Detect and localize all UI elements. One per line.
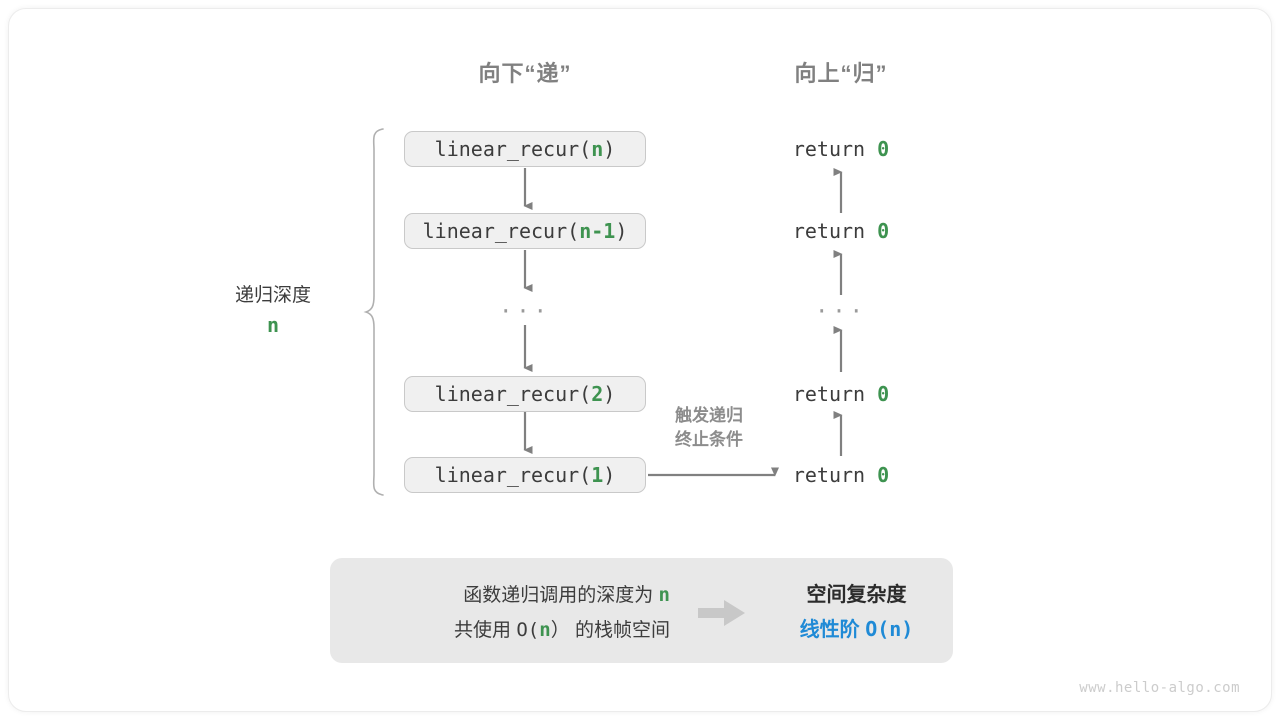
call-box-prefix: linear_recur( [422,219,580,243]
call-box-suffix: ) [603,382,616,406]
return-keyword: return [792,219,866,243]
call-box-n-minus-1[interactable]: linear_recur(n-1) [404,213,646,249]
complexity-value-zh: 线性阶 [799,619,860,641]
termination-note-line2: 终止条件 [675,430,743,449]
summary-line-1: 函数递归调用的深度为 n [330,578,670,613]
complexity-title: 空间复杂度 [806,584,907,606]
summary-line-2-variable: n [539,619,551,641]
call-box-1[interactable]: linear_recur(1) [404,457,646,493]
call-box-prefix: linear_recur( [434,137,592,161]
return-value: 0 [877,463,890,487]
summary-line-1-text: 函数递归调用的深度为 [463,585,654,606]
watermark: www.hello-algo.com [1079,680,1240,696]
call-box-arg: 2 [591,382,604,406]
call-box-arg: n-1 [579,219,616,243]
summary-line-2-bigo: O( [516,619,540,641]
termination-note: 触发递归 终止条件 [675,404,743,452]
call-box-2[interactable]: linear_recur(2) [404,376,646,412]
summary-line-2-prefix: 共使用 [454,620,512,641]
summary-line-1-variable: n [658,584,670,606]
call-box-suffix: ) [603,463,616,487]
call-box-suffix: ) [603,137,616,161]
complexity-value-notation: O(n) [865,617,914,641]
return-column-ellipsis: ··· [815,299,867,325]
call-box-prefix: linear_recur( [434,382,592,406]
summary-description: 函数递归调用的深度为 n 共使用 O(n） 的栈帧空间 [330,578,670,648]
summary-conclusion: 空间复杂度 线性阶 O(n) [760,578,953,647]
return-value: 0 [877,382,890,406]
header-ascend: 向上“归” [794,61,888,86]
call-box-prefix: linear_recur( [434,463,592,487]
return-keyword: return [792,382,866,406]
call-box-n[interactable]: linear_recur(n) [404,131,646,167]
recursion-depth-variable: n [266,313,280,337]
termination-note-line1: 触发递归 [675,406,743,425]
return-label-base: return 0 [793,463,889,487]
summary-line-2-paren: ） [550,620,570,641]
call-box-arg: n [591,137,604,161]
return-keyword: return [792,463,866,487]
call-box-suffix: ) [615,219,628,243]
summary-panel: 函数递归调用的深度为 n 共使用 O(n） 的栈帧空间 空间复杂度 线性阶 O(… [330,558,953,663]
header-descend: 向下“递” [478,61,572,86]
recursion-depth-label: 递归深度 n [235,281,311,339]
recursion-depth-text: 递归深度 [234,285,312,306]
return-value: 0 [877,219,890,243]
return-label-third: return 0 [793,382,889,406]
return-label-second: return 0 [793,219,889,243]
return-value: 0 [877,137,890,161]
summary-line-2-suffix: 的栈帧空间 [574,620,670,641]
implies-arrow-icon [698,600,745,626]
complexity-value: 线性阶 O(n) [760,612,953,647]
call-column-ellipsis: ··· [499,299,551,325]
call-box-arg: 1 [591,463,604,487]
summary-line-2: 共使用 O(n） 的栈帧空间 [330,613,670,648]
return-label-top: return 0 [793,137,889,161]
return-keyword: return [792,137,866,161]
